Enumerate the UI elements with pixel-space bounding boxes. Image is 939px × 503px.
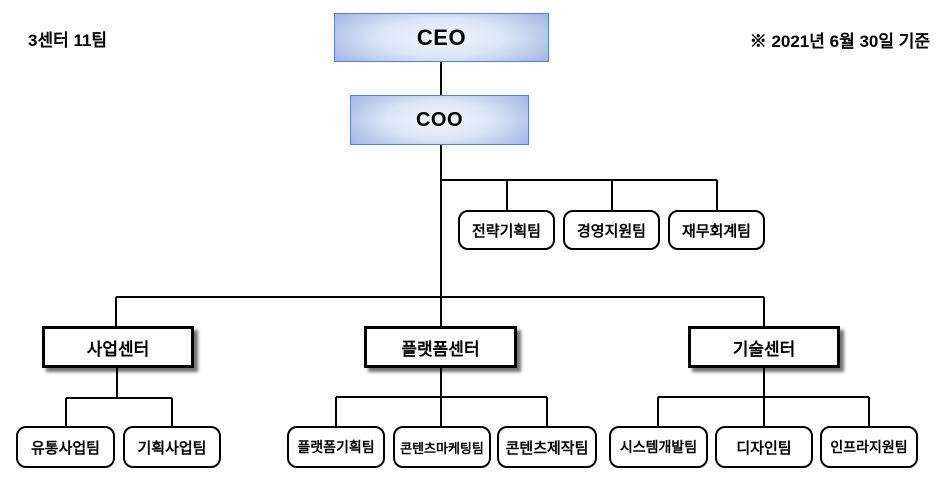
node-team-platform-planning: 플랫폼기획팀 [287,426,385,468]
node-center-technology: 기술센터 [688,326,840,368]
node-team-design: 디자인팀 [715,426,813,468]
as-of-date-note: ※ 2021년 6월 30일 기준 [749,32,930,51]
node-center-platform: 플랫폼센터 [364,326,517,368]
node-coo: COO [350,95,529,145]
summary-note: 3센터 11팀 [28,31,108,50]
node-staff-team-finance-accounting: 재무회계팀 [668,210,765,250]
node-staff-team-strategy-planning: 전략기획팀 [458,210,555,250]
node-team-distribution-business: 유통사업팀 [16,426,115,468]
node-team-infra-support: 인프라지원팀 [820,426,918,468]
node-staff-team-management-support: 경영지원팀 [563,210,660,250]
node-ceo: CEO [334,13,549,62]
node-team-content-production: 콘텐츠제작팀 [497,426,597,468]
node-team-content-marketing: 콘텐츠마케팅팀 [393,426,491,468]
node-team-planning-business: 기획사업팀 [123,426,221,468]
node-center-business: 사업센터 [42,326,194,368]
node-team-system-development: 시스템개발팀 [609,426,708,468]
